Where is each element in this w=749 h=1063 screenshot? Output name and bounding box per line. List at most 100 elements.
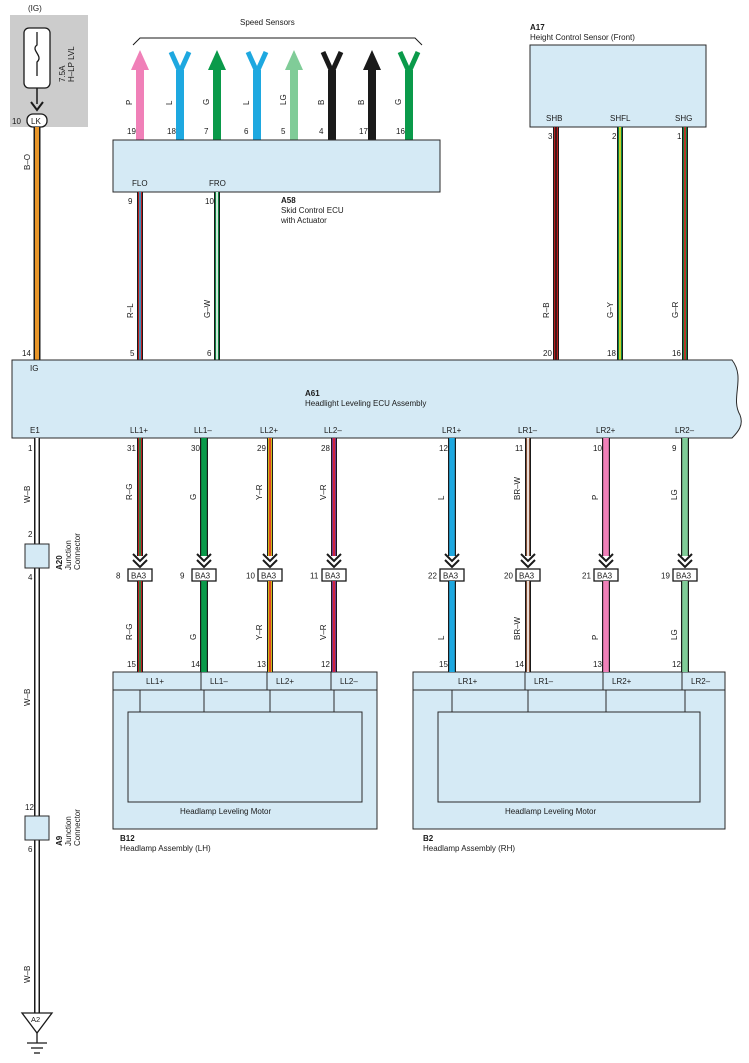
- a61-out-5-ba-label: BA3: [443, 572, 459, 581]
- a17-term-3-wire-stripe: [684, 127, 686, 360]
- speed-sensors-bracket: [132, 37, 423, 46]
- a61-out-6-wire-lower-stripe: [527, 581, 529, 672]
- b12-motor-box: [127, 711, 363, 803]
- a61-out-7-wire-lower-label: P: [591, 635, 600, 640]
- a58-out-1-pin: 9: [128, 197, 133, 206]
- a61-out-3-chevron-2-icon: [262, 559, 278, 569]
- a61-out-7-pin: 10: [593, 444, 602, 453]
- a61-out-3-ba-pin: 10: [246, 572, 255, 581]
- a61-name: Headlight Leveling ECU Assembly: [305, 399, 426, 408]
- a61-out-3-pin: 29: [257, 444, 266, 453]
- a61-out-8-chevron-1-icon: [677, 553, 693, 563]
- a61-out-2-wire-lower-core: [201, 581, 207, 672]
- a61-out-4-wire-lower-stripe: [333, 581, 335, 672]
- a58-out-2-pin-a61: 6: [207, 349, 212, 358]
- speed-wire-7-pin: 17: [359, 127, 368, 136]
- a61-out-8-term-motor: LR2–: [691, 677, 711, 686]
- a61-out-1-ba-label: BA3: [131, 572, 147, 581]
- a9-name-1: Junction: [64, 816, 73, 846]
- a17-term-3-pin: 1: [677, 132, 682, 141]
- a61-out-2-chevron-1-icon: [196, 553, 212, 563]
- a58-out-1-wire-stripe: [139, 192, 141, 360]
- motor-wiring: LL1+31R–GBA38R–G15LL1+LL1–30GBA39G14LL1–…: [113, 426, 725, 712]
- a61-out-8-ba-label: BA3: [676, 572, 692, 581]
- a61-out-2-wire-lower-label: G: [189, 634, 198, 640]
- a61-out-4-ba-label: BA3: [325, 572, 341, 581]
- wire-b-o: B–O: [23, 127, 41, 360]
- a17-box: [529, 44, 707, 128]
- a61-code: A61: [305, 389, 320, 398]
- ground-path: W–B W–B W–B 2 4 A20 Junction Connector 1…: [20, 438, 82, 1054]
- a17-term-3-label: SHG: [675, 114, 692, 123]
- a58-name-2: with Actuator: [280, 216, 327, 225]
- speed-wire-6-arrow-down-icon: [320, 50, 344, 79]
- a61-out-8-pin: 9: [672, 444, 677, 453]
- a61-out-4-term: LL2–: [324, 426, 342, 435]
- a61-out-6-term-motor: LR1–: [534, 677, 554, 686]
- a61-out-5-pin: 12: [439, 444, 448, 453]
- a61-out-6-chevron-2-icon: [520, 559, 536, 569]
- a61-out-4-pin-motor: 12: [321, 660, 330, 669]
- a17-term-1-pin: 3: [548, 132, 553, 141]
- a20-code: A20: [55, 555, 64, 570]
- a17-term-2-pin-a61: 18: [607, 349, 616, 358]
- a17-name: Height Control Sensor (Front): [530, 33, 635, 42]
- a61-out-8-wire-label: LG: [670, 489, 679, 500]
- a61-ig-pin: 14: [22, 349, 31, 358]
- speed-wire-5-color: LG: [279, 94, 288, 105]
- a61-out-4-chevron-1-icon: [326, 553, 342, 563]
- a20-name-2: Connector: [73, 533, 82, 570]
- a61-out-1-wire-lower-stripe: [139, 581, 141, 672]
- fuse-icon: [34, 32, 40, 76]
- speed-wire-7-body: [368, 66, 376, 140]
- a61-out-1-chevron-1-icon: [132, 553, 148, 563]
- a20-box: [24, 543, 50, 569]
- speed-wire-6-color: B: [317, 100, 326, 105]
- b12-motor: Headlamp Leveling Motor: [180, 807, 271, 816]
- a17-term-1-pin-a61: 20: [543, 349, 552, 358]
- a61-out-4-chevron-2-icon: [326, 559, 342, 569]
- a58-out-1-pin-a61: 5: [130, 349, 135, 358]
- a61-out-6-chevron-1-icon: [520, 553, 536, 563]
- a61-out-3-term-motor: LL2+: [276, 677, 294, 686]
- a61-out-3-term: LL2+: [260, 426, 278, 435]
- speed-wire-4-body: [253, 70, 261, 140]
- speed-wire-8-body: [405, 70, 413, 140]
- ground-wire-label-2: W–B: [23, 689, 32, 706]
- b2-code: B2: [423, 834, 434, 843]
- speed-wire-5-pin: 5: [281, 127, 286, 136]
- a61-out-5-wire-lower-core: [449, 581, 455, 672]
- a61-out-7-term: LR2+: [596, 426, 616, 435]
- fuse-arrow-icon: [30, 101, 44, 112]
- speed-wire-2-color: L: [165, 100, 174, 105]
- a61-e1-term: E1: [30, 426, 40, 435]
- a61-out-3-ba-label: BA3: [261, 572, 277, 581]
- a61-out-6-term: LR1–: [518, 426, 538, 435]
- b2-name: Headlamp Assembly (RH): [423, 844, 515, 853]
- speed-wire-4-color: L: [242, 100, 251, 105]
- speed-wire-1-pin: 19: [127, 127, 136, 136]
- speed-wire-2-pin: 18: [167, 127, 176, 136]
- ground-wire-core: [35, 438, 39, 1013]
- a61-out-8-wire-lower-core: [682, 581, 688, 672]
- a61-out-7-chevron-1-icon: [598, 553, 614, 563]
- a58-out-2-wire-label: G–W: [203, 299, 212, 318]
- a61-out-4-ba-pin: 11: [310, 572, 319, 581]
- a61-out-7-term-motor: LR2+: [612, 677, 632, 686]
- b2-motor: Headlamp Leveling Motor: [505, 807, 596, 816]
- fuse-name: H–LP LVL: [67, 46, 76, 82]
- a9-box: [24, 815, 50, 841]
- ground-code: A2: [31, 1015, 40, 1024]
- wire-b-o-label: B–O: [23, 154, 32, 170]
- a9-pin-out: 6: [28, 845, 33, 854]
- a61-out-8-wire-core: [682, 438, 688, 556]
- b12-name: Headlamp Assembly (LH): [120, 844, 211, 853]
- a61-out-8-chevron-2-icon: [677, 559, 693, 569]
- a58-name-1: Skid Control ECU: [281, 206, 344, 215]
- a61-out-4-wire-stripe: [333, 438, 335, 556]
- fuse-rating: 7.5A: [58, 65, 67, 82]
- a61-out-5-chevron-1-icon: [444, 553, 460, 563]
- a61-out-3-wire-label: Y–R: [255, 484, 264, 500]
- a17-term-3-wire-label: G–R: [671, 301, 680, 318]
